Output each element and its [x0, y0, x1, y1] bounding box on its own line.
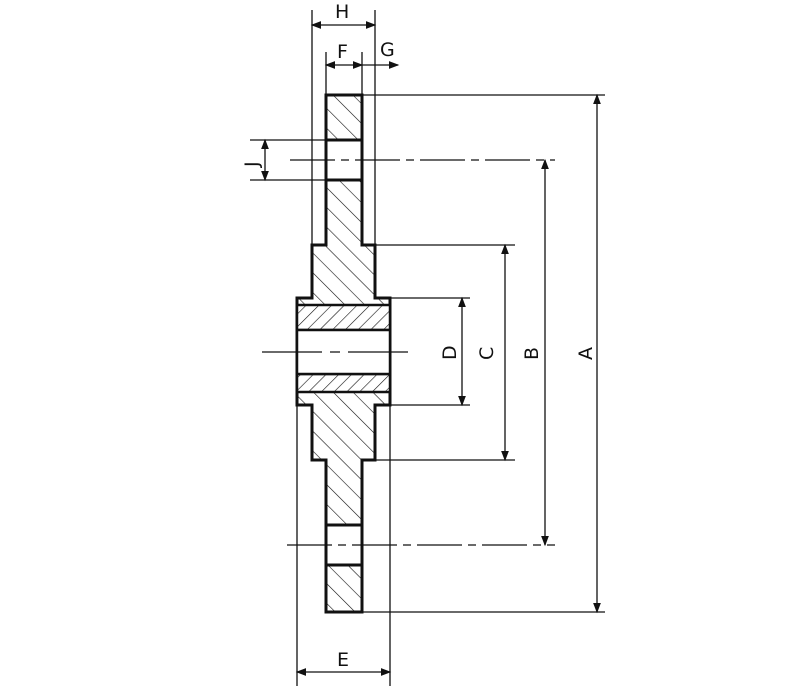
label-a: A	[575, 347, 597, 360]
label-b: B	[521, 347, 543, 360]
centerlines	[262, 159, 555, 546]
label-h: H	[335, 1, 349, 23]
extension-lines	[250, 10, 605, 686]
label-c: C	[476, 347, 498, 360]
bushing-bottom	[295, 372, 392, 394]
label-f: F	[337, 41, 348, 63]
label-e: E	[337, 649, 349, 671]
dimension-lines	[261, 21, 601, 676]
label-j: J	[241, 161, 263, 168]
label-d: D	[439, 345, 461, 360]
bushing-top	[295, 303, 392, 332]
label-g: G	[380, 39, 395, 61]
